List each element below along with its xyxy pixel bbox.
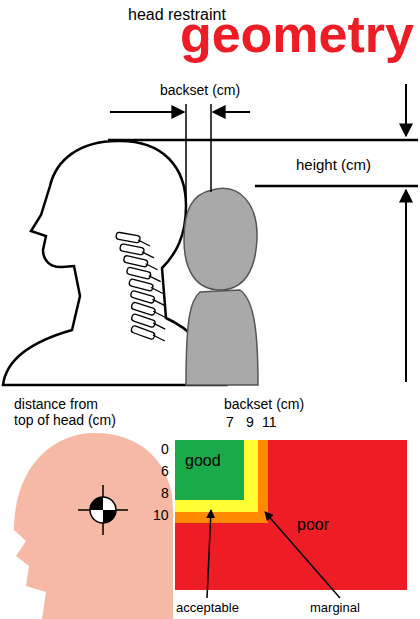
poor-region: poor good bbox=[175, 440, 407, 590]
head-silhouette bbox=[14, 433, 173, 619]
dimension-label: height (cm) bbox=[296, 156, 371, 173]
head-restraint bbox=[184, 188, 257, 290]
rating-label: acceptable bbox=[176, 601, 239, 616]
rating-label: marginal bbox=[310, 601, 360, 616]
backset-arrow bbox=[110, 111, 184, 113]
good-region: good bbox=[175, 440, 244, 500]
axis-label: backset (cm) bbox=[224, 396, 304, 412]
leader-arrow bbox=[265, 512, 340, 598]
leader-arrow bbox=[207, 510, 211, 598]
tick-label: 7 bbox=[226, 414, 234, 430]
tick-label: 0 bbox=[161, 441, 169, 457]
seat-back bbox=[186, 290, 258, 385]
dimension-label: backset (cm) bbox=[160, 82, 240, 98]
center-of-gravity-symbol bbox=[78, 485, 128, 535]
height-arrow bbox=[405, 190, 407, 382]
tick-label: 8 bbox=[161, 485, 169, 501]
spine bbox=[116, 232, 166, 341]
height-arrow bbox=[405, 84, 407, 136]
axis-label: distance from top of head (cm) bbox=[14, 396, 120, 428]
region-label: good bbox=[185, 452, 221, 470]
heading-label: head restraint bbox=[128, 6, 226, 24]
tick-label: 11 bbox=[262, 414, 277, 430]
backset-arrow bbox=[213, 111, 250, 113]
tick-label: 6 bbox=[161, 463, 169, 479]
tick-label: 9 bbox=[246, 414, 254, 430]
tick-label: 10 bbox=[153, 507, 169, 523]
region-label: poor bbox=[297, 516, 329, 534]
